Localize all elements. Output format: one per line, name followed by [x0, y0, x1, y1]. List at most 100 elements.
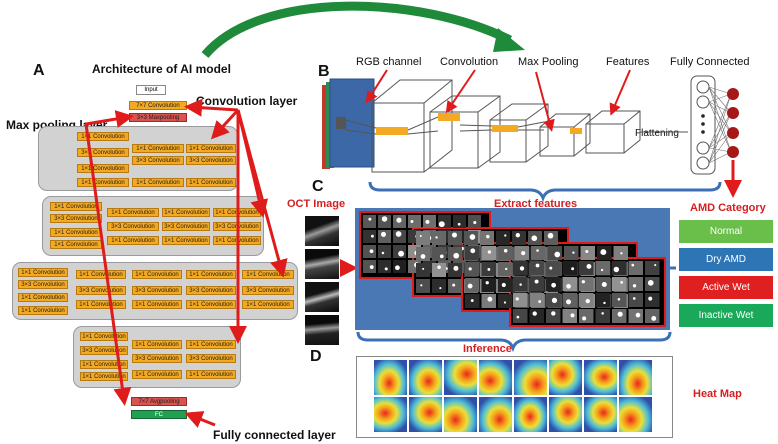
conv-box: 1×1 Convolution — [18, 293, 68, 302]
feature-cell — [645, 309, 660, 323]
oct-thumbnail — [305, 282, 339, 312]
feature-activation — [438, 221, 445, 228]
feature-activation — [381, 216, 388, 222]
arrow — [85, 110, 134, 128]
feature-cell — [562, 261, 577, 275]
feature-activation — [503, 301, 507, 304]
category-label: Inactive Wet — [698, 310, 754, 321]
architecture-title: Architecture of AI model — [92, 62, 231, 76]
feature-cell — [562, 277, 577, 291]
feature-cell — [595, 309, 610, 323]
feature-patch — [570, 128, 582, 134]
heat-map-tile — [479, 360, 512, 395]
feature-cell — [496, 231, 510, 245]
category-label: Dry AMD — [706, 254, 746, 265]
feature-activation — [469, 234, 476, 240]
feature-cell — [448, 279, 462, 293]
conv-box: 3×3 Convolution — [186, 286, 236, 295]
heat-map-tile — [549, 397, 582, 432]
oct-thumbnail — [305, 216, 339, 246]
feature-activation — [398, 250, 405, 257]
conv-box: 1×1 Convolution — [132, 270, 182, 279]
conv-box: 1×1 Convolution — [107, 208, 159, 217]
feature-activation — [570, 313, 575, 318]
feature-activation — [572, 251, 575, 254]
max-pooling-label: Max Pooling — [518, 56, 579, 68]
feature-cell — [546, 309, 561, 323]
feature-cell — [564, 246, 579, 260]
feature-cell — [529, 261, 544, 275]
feature-cell — [416, 247, 430, 261]
arrow — [236, 109, 288, 278]
feature-cell — [579, 309, 594, 323]
feature-activation — [487, 250, 492, 254]
avgpooling-box: 7×7 Avgpooling — [131, 397, 187, 406]
feature-cell — [529, 293, 544, 307]
feature-activation — [515, 232, 521, 238]
heat-map-tile — [549, 360, 582, 395]
feature-activation — [601, 312, 604, 315]
input-box: Input — [136, 85, 166, 95]
feature-activation — [369, 249, 374, 254]
heat-map-tile — [619, 397, 652, 432]
feature-cell — [529, 309, 544, 323]
conv-box: 1×1 Convolution — [132, 370, 182, 379]
feature-activation — [531, 235, 538, 242]
feature-activation — [473, 220, 477, 225]
feature-activation — [487, 267, 491, 271]
feature-cell — [416, 279, 430, 293]
feature-activation — [532, 311, 537, 316]
conv-box: 1×1 Convolution — [77, 178, 129, 187]
feature-activation — [647, 280, 654, 286]
feature-activation — [503, 248, 508, 253]
feature-activation — [535, 263, 540, 268]
oct-thumbnail — [305, 315, 339, 345]
panel-letter-a: A — [33, 62, 45, 79]
conv-box: 1×1 Convolution — [80, 332, 128, 341]
conv-box: 1×1 Convolution — [80, 372, 128, 381]
feature-cell — [416, 231, 430, 245]
feature-activation — [453, 252, 460, 259]
arrow — [184, 98, 239, 117]
conv-box: 3×3 Convolution — [242, 286, 294, 295]
feature-activation — [368, 217, 372, 221]
feature-activation — [435, 236, 438, 239]
conv-box: 1×1 Convolution — [18, 306, 68, 315]
feature-activation — [620, 281, 623, 284]
conv-box: 1×1 Convolution — [50, 202, 102, 211]
conv-box: 3×3 Convolution — [186, 156, 236, 165]
feature-activation — [453, 265, 459, 271]
conv-box: 1×1 Convolution — [77, 132, 129, 141]
feature-cell — [378, 260, 391, 273]
feature-activation — [613, 266, 620, 273]
inference-label: Inference — [463, 343, 512, 355]
feature-activation — [631, 263, 635, 267]
feature-activation — [581, 280, 585, 284]
feature-activation — [396, 217, 402, 223]
heat-map-tile — [619, 360, 652, 395]
feature-cell — [416, 263, 430, 277]
feature-activation — [571, 267, 575, 271]
feature-activation — [632, 297, 636, 300]
rgb-channel-label: RGB channel — [356, 56, 422, 68]
category-label: Active Wet — [702, 282, 750, 293]
category-active-wet: Active Wet — [679, 276, 773, 299]
feature-cell — [628, 277, 643, 291]
feature-cell — [393, 260, 406, 273]
feature-cell — [363, 245, 376, 258]
feature-activation — [381, 251, 385, 255]
kernel-patch — [336, 117, 346, 129]
heat-map-tile — [479, 397, 512, 432]
feature-activation — [547, 232, 554, 239]
conv-box: 3×3 Convolution — [132, 354, 182, 363]
arrow — [84, 123, 132, 406]
feature-cell — [645, 293, 660, 307]
feature-activation — [651, 315, 657, 321]
feature-activation — [516, 315, 520, 319]
conv-box: 1×1 Convolution — [132, 300, 182, 309]
heat-map-tile — [444, 397, 477, 432]
feature-activation — [586, 263, 592, 269]
panel-letter-b: B — [318, 63, 330, 80]
conv-box: 3×3 Convolution — [76, 286, 126, 295]
